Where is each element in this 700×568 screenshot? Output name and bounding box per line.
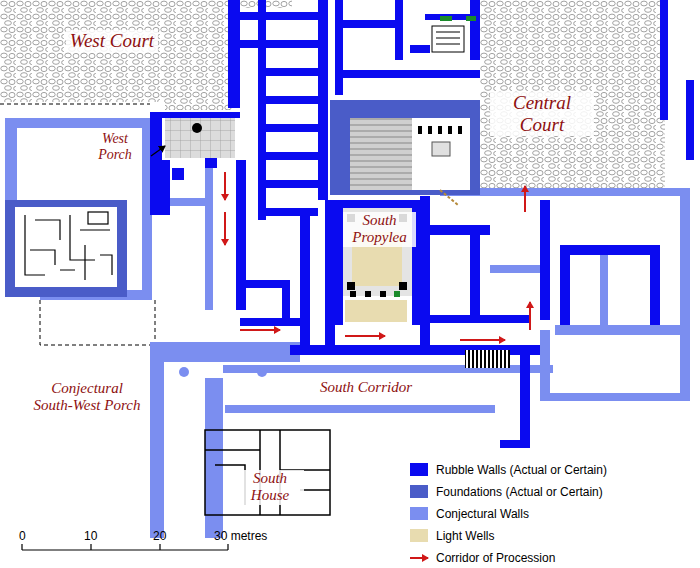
area-label: Central Court [490, 92, 594, 136]
area-label: South Corridor [296, 379, 436, 396]
scale-number: 10 [84, 530, 97, 542]
legend-swatch [410, 485, 428, 498]
legend-swatch [410, 463, 428, 476]
scale-number: 30 metres [214, 530, 267, 542]
area-label: South House [236, 470, 304, 505]
legend-swatch [410, 529, 428, 542]
area-label: Conjectural South-West Porch [32, 380, 142, 415]
area-label: West Porch [88, 131, 142, 163]
legend-text: Corridor of Procession [436, 552, 555, 564]
area-label: West Court [66, 30, 158, 52]
legend-text: Conjectural Walls [436, 508, 529, 520]
scale-number: 0 [19, 530, 26, 542]
legend-arrow [410, 557, 428, 559]
legend-text: Rubble Walls (Actual or Certain) [436, 464, 607, 476]
legend-text: Light Wells [436, 530, 494, 542]
area-label: South Propylea [343, 212, 416, 247]
legend-text: Foundations (Actual or Certain) [436, 486, 603, 498]
legend-swatch [410, 507, 428, 520]
scale-number: 20 [153, 530, 166, 542]
